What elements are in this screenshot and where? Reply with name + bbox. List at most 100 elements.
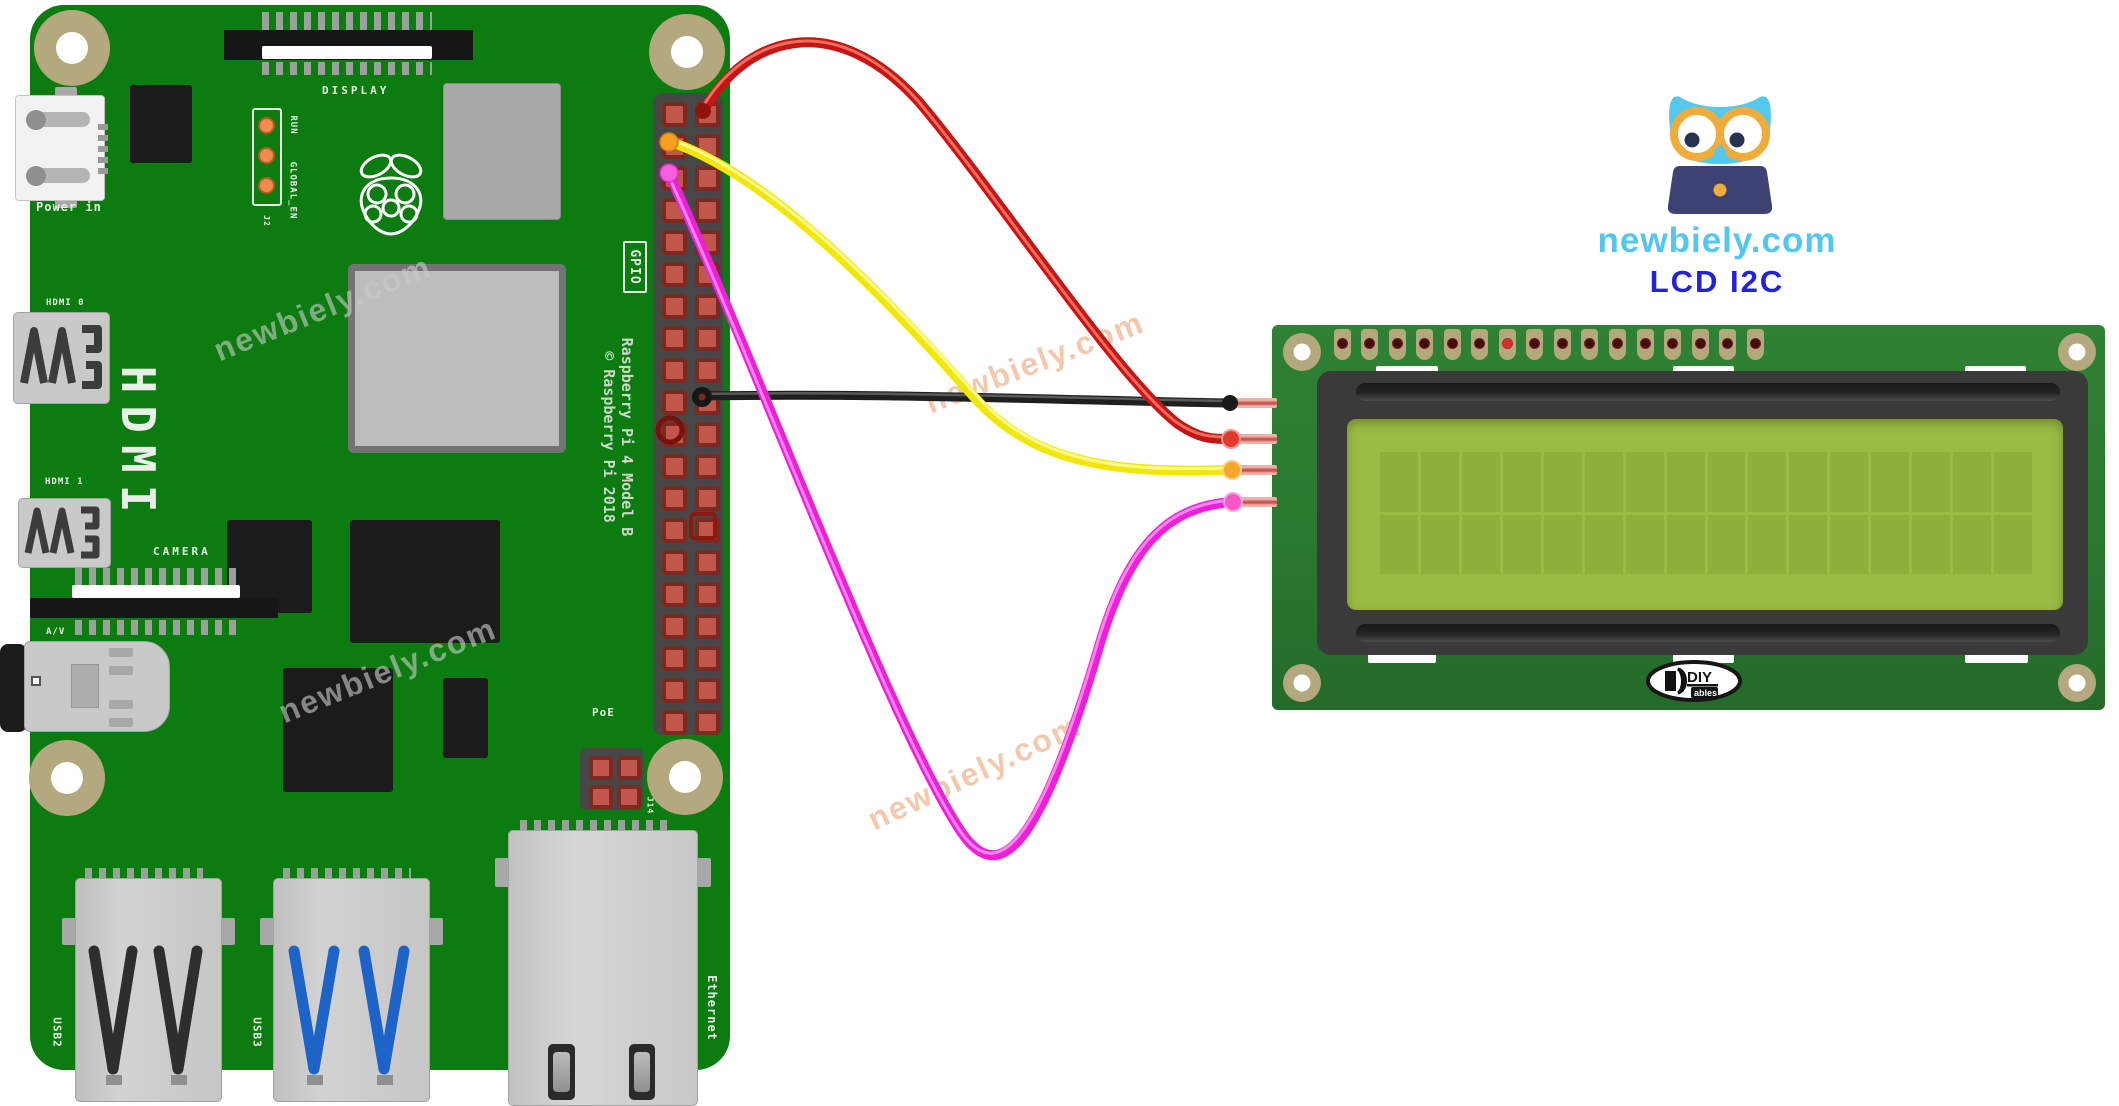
lcd-char-cell xyxy=(1707,452,1746,512)
pi-chip-gray xyxy=(443,83,561,220)
lcd-char-cell xyxy=(1584,514,1623,574)
gpio-pin xyxy=(661,581,687,607)
display-connector-pins xyxy=(262,12,432,30)
lcd-top-pad xyxy=(1746,329,1764,360)
gpio-pin xyxy=(661,613,687,639)
newbiely-owl-logo xyxy=(1667,96,1773,214)
pi-soc-chip xyxy=(348,264,566,453)
lcd-pad-hole xyxy=(1694,338,1706,349)
camera-connector-pins xyxy=(75,620,240,635)
diyables-ables-text: ables xyxy=(1694,688,1717,698)
pi-mount-hole xyxy=(647,739,723,815)
lcd-char-cell xyxy=(1994,514,2032,574)
lcd-top-pad xyxy=(1388,329,1406,360)
lcd-top-pad xyxy=(1691,329,1709,360)
usb3-pins xyxy=(283,868,411,878)
pi-chip xyxy=(227,520,312,613)
usb2-pins xyxy=(85,868,203,878)
lcd-char-cell xyxy=(1461,452,1500,512)
hdmi-big-label: HDMI xyxy=(111,365,165,525)
lcd-top-pad xyxy=(1636,329,1654,360)
lcd-i2c-pin xyxy=(1228,434,1277,444)
gpio-pin xyxy=(661,645,687,671)
av-jack-barrel xyxy=(0,644,27,732)
lcd-char-cell xyxy=(1380,452,1418,512)
lcd-pad-hole xyxy=(1446,338,1458,349)
board-name-line2: © Raspberry Pi 2018 xyxy=(600,351,618,523)
gpio-pin xyxy=(661,389,687,415)
lcd-char-cell xyxy=(1748,452,1787,512)
run-pin xyxy=(258,177,275,194)
lcd-char-cell xyxy=(1953,452,1992,512)
display-connector-slot xyxy=(262,46,432,59)
lcd-pad-hole xyxy=(1419,338,1431,349)
gpio-pin xyxy=(694,261,720,287)
gpio-pin xyxy=(694,517,720,543)
lcd-top-pad xyxy=(1581,329,1599,360)
gpio-pin xyxy=(694,645,720,671)
lcd-char-cell xyxy=(1912,514,1951,574)
board-name-text: Raspberry Pi 4 Model B © Raspberry Pi 20… xyxy=(599,332,637,542)
gpio-pin xyxy=(661,709,687,735)
hdmi1-label: HDMI 1 xyxy=(45,477,84,487)
gpio-pin xyxy=(694,133,720,159)
lcd-char-cell xyxy=(1584,452,1623,512)
lcd-char-cell xyxy=(1666,514,1705,574)
lcd-top-pad xyxy=(1498,329,1516,360)
gpio-pin xyxy=(661,261,687,287)
lcd-pad-hole xyxy=(1722,338,1734,349)
gpio-pin xyxy=(661,293,687,319)
lcd-top-pad xyxy=(1471,329,1489,360)
gpio-pin xyxy=(661,165,687,191)
usb2-tab xyxy=(221,918,235,945)
gpio-pin xyxy=(694,197,720,223)
usb3-port xyxy=(273,878,430,1102)
lcd-char-cell xyxy=(1953,514,1992,574)
pi-chip xyxy=(283,668,393,792)
lcd-tab xyxy=(1965,654,2028,663)
gpio-pin xyxy=(694,101,720,127)
camera-connector-pins xyxy=(75,568,240,585)
pi-chip xyxy=(443,678,488,758)
gpio-header xyxy=(653,93,723,735)
lcd-pad-hole xyxy=(1584,338,1596,349)
ethernet-label: Ethernet xyxy=(705,975,719,1041)
av-jack-body xyxy=(24,641,170,732)
av-label: A/V xyxy=(46,627,66,637)
lcd-char-cell xyxy=(1912,452,1951,512)
pi-chip xyxy=(130,85,192,163)
diagram-title: LCD I2C xyxy=(1649,264,1785,299)
ethernet-pins xyxy=(520,820,670,830)
j14-label: J14 xyxy=(645,796,655,815)
lcd-char-cell xyxy=(1707,514,1746,574)
lcd-top-pad xyxy=(1664,329,1682,360)
lcd-top-pad xyxy=(1416,329,1434,360)
watermark: newbiely.com xyxy=(920,303,1150,421)
diyables-diy-text: DIY xyxy=(1687,669,1712,686)
power-port-tab xyxy=(55,199,77,208)
gpio-pin xyxy=(661,357,687,383)
lcd-top-pad xyxy=(1553,329,1571,360)
lcd-char-cell xyxy=(1871,514,1910,574)
usb2-label: USB2 xyxy=(50,1017,64,1048)
lcd-char-cell xyxy=(1502,452,1541,512)
gpio-pin xyxy=(661,229,687,255)
ethernet-clip xyxy=(548,1044,575,1100)
gpio-pin xyxy=(694,581,720,607)
lcd-pad-hole xyxy=(1336,338,1348,349)
lcd-char-cell xyxy=(1625,514,1664,574)
lcd-char-cell xyxy=(1666,452,1705,512)
j2-label: J2 xyxy=(262,215,272,227)
gpio-pin xyxy=(661,421,687,447)
gpio-pin xyxy=(661,677,687,703)
gpio-pin xyxy=(661,485,687,511)
gpio-pin xyxy=(694,389,720,415)
gpio-pin xyxy=(661,197,687,223)
lcd-top-pad xyxy=(1361,329,1379,360)
lcd-char-cell xyxy=(1380,514,1418,574)
pi-mount-hole xyxy=(649,14,725,90)
lcd-char-cell xyxy=(1543,452,1582,512)
gpio-pin xyxy=(694,293,720,319)
usb3-label: USB3 xyxy=(250,1017,264,1048)
